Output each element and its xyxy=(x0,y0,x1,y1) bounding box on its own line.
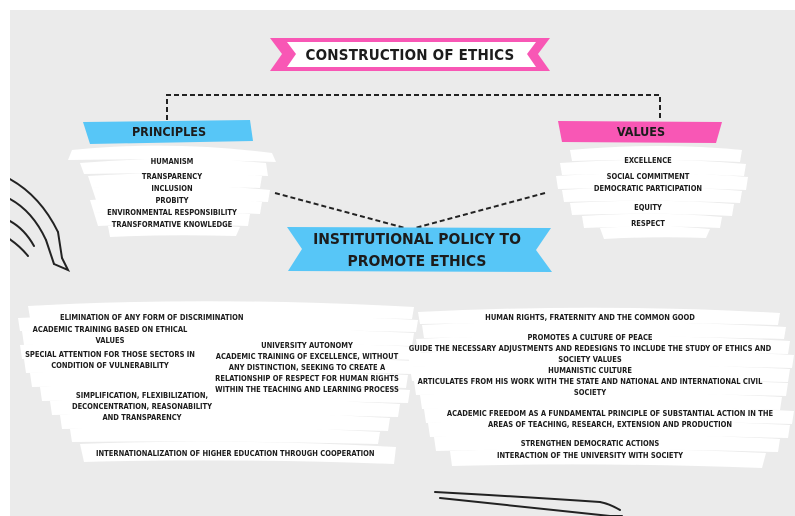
background-graphics xyxy=(10,38,794,516)
policy-banner xyxy=(287,227,552,272)
principles-header-bg xyxy=(83,120,253,144)
value-item: RESPECT xyxy=(631,219,665,228)
principle-item: ENVIRONMENTAL RESPONSIBILITY xyxy=(107,208,237,217)
principle-item: PROBITY xyxy=(155,196,189,205)
values-header: VALUES xyxy=(616,124,666,139)
policy-adjustments: GUIDE THE NECESSARY ADJUSTMENTS AND REDE… xyxy=(408,344,772,364)
diagram-title: CONSTRUCTION OF ETHICS xyxy=(305,46,515,64)
policy-ethical-training: ACADEMIC TRAINING BASED ON ETHICAL VALUE… xyxy=(32,325,188,345)
policy-excellence-training: ACADEMIC TRAINING OF EXCELLENCE, WITHOUT… xyxy=(215,352,399,394)
principles-header: PRINCIPLES xyxy=(131,124,207,139)
policy-humanistic-culture: HUMANISTIC CULTURE xyxy=(548,366,632,375)
policy-simplification: SIMPLIFICATION, FLEXIBILIZATION, DECONCE… xyxy=(71,391,213,422)
principle-item: INCLUSION xyxy=(151,184,193,193)
pen-doodle-left xyxy=(10,178,71,272)
policy-democratic-actions: STRENGTHEN DEMOCRATIC ACTIONS xyxy=(520,439,660,448)
values-brush xyxy=(556,146,748,239)
right-bottom-brush xyxy=(408,307,794,468)
value-item: DEMOCRATIC PARTICIPATION xyxy=(593,184,703,193)
policy-culture-peace: PROMOTES A CULTURE OF PEACE xyxy=(527,333,653,342)
principle-item: HUMANISM xyxy=(150,157,194,166)
left-bottom-brush xyxy=(18,301,422,464)
principle-item: TRANSFORMATIVE KNOWLEDGE xyxy=(111,220,233,229)
connector-lines xyxy=(166,94,661,229)
title-banner xyxy=(270,38,550,71)
policy-elimination-discrimination: ELIMINATION OF ANY FORM OF DISCRIMINATIO… xyxy=(60,313,244,322)
policy-vulnerable-sectors: SPECIAL ATTENTION FOR THOSE SECTORS IN C… xyxy=(25,350,195,370)
policy-title: INSTITUTIONAL POLICY TO PROMOTE ETHICS xyxy=(313,230,521,270)
policy-internationalization: INTERNATIONALIZATION OF HIGHER EDUCATION… xyxy=(96,449,375,458)
diagram-canvas: { "title": "CONSTRUCTION OF ETHICS", "pr… xyxy=(10,10,795,516)
value-item: EXCELLENCE xyxy=(624,156,672,165)
policy-university-autonomy: UNIVERSITY AUTONOMY xyxy=(261,341,353,350)
policy-university-society: INTERACTION OF THE UNIVERSITY WITH SOCIE… xyxy=(496,451,684,460)
policy-academic-freedom: ACADEMIC FREEDOM AS A FUNDAMENTAL PRINCI… xyxy=(446,409,774,429)
policy-articulates: ARTICULATES FROM HIS WORK WITH THE STATE… xyxy=(417,377,763,397)
values-header-bg xyxy=(558,121,722,143)
value-item: EQUITY xyxy=(634,203,662,212)
principle-item: TRANSPARENCY xyxy=(141,172,203,181)
pen-doodle-bottom xyxy=(434,491,623,516)
principles-brush xyxy=(68,145,276,237)
policy-human-rights: HUMAN RIGHTS, FRATERNITY AND THE COMMON … xyxy=(485,313,695,322)
value-item: SOCIAL COMMITMENT xyxy=(606,172,690,181)
